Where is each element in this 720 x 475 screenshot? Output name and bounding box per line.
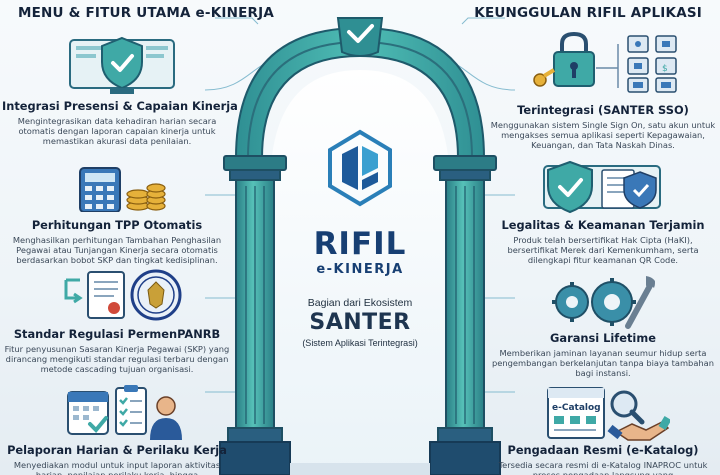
feature-desc: Mengintegrasikan data kehadiran harian s… xyxy=(17,116,217,146)
feature-title: Standar Regulasi PermenPANRB xyxy=(13,327,221,341)
feature-title: Terintegrasi (SANTER SSO) xyxy=(517,103,689,117)
feature-right-3: Garansi Lifetime Memberikan jaminan laya… xyxy=(488,331,718,379)
feature-left-2: Perhitungan TPP Otomatis Menghasilkan pe… xyxy=(2,218,232,266)
gears-wrench-icon xyxy=(552,276,655,329)
ecosystem-name: SANTER xyxy=(309,310,411,335)
feature-right-4: Pengadaan Resmi (e-Katalog) Tersedia sec… xyxy=(488,444,718,475)
feature-left-4: Pelaporan Harian & Perilaku Kerja Menyed… xyxy=(2,444,232,475)
calculator-coins-icon xyxy=(79,167,166,212)
feature-left-3: Standar Regulasi PermenPANRB Fitur penyu… xyxy=(2,327,232,375)
ecatalog-badge: e-Catalog xyxy=(552,403,601,413)
feature-desc: Menghasilkan perhitungan Tambahan Pengha… xyxy=(12,235,222,265)
calendar-checklist-icon xyxy=(67,385,182,440)
feature-desc: Produk telah bersertifikat Hak Cipta (Ha… xyxy=(507,235,699,265)
feature-title: Pengadaan Resmi (e-Katalog) xyxy=(507,443,699,457)
ecosystem-desc: (Sistem Aplikasi Terintegrasi) xyxy=(302,338,418,348)
rifil-logo-icon xyxy=(328,129,392,207)
feature-title: Perhitungan TPP Otomatis xyxy=(31,218,203,232)
heading-right: KEUNGGULAN RIFIL APLIKASI xyxy=(474,5,702,21)
feature-title: Pelaporan Harian & Perilaku Kerja xyxy=(7,443,227,457)
feature-right-1: Terintegrasi (SANTER SSO) Menggunakan si… xyxy=(488,103,718,151)
feature-title: Garansi Lifetime xyxy=(550,331,656,345)
lock-key-apps-icon: $ xyxy=(533,31,677,93)
feature-desc: Fitur penyusunan Sasaran Kinerja Pegawai… xyxy=(4,344,230,374)
document-emblem-icon xyxy=(64,269,182,321)
feature-title: Integrasi Presensi & Capaian Kinerja xyxy=(2,99,238,113)
svg-text:$: $ xyxy=(662,64,668,74)
feature-right-2: Legalitas & Keamanan Terjamin Produk tel… xyxy=(488,218,718,266)
heading-left: MENU & FITUR UTAMA e-KINERJA xyxy=(18,5,274,21)
connector-heading-right xyxy=(461,17,505,25)
feature-desc: Memberikan jaminan layanan seumur hidup … xyxy=(491,348,715,378)
shield-check-monitor-icon xyxy=(69,36,175,94)
shield-certificate-icon xyxy=(543,160,661,214)
arch-gate-illustration xyxy=(219,17,501,475)
brand-subtitle: e-KINERJA xyxy=(316,262,404,277)
ecatalog-handshake-icon: e-Catalog xyxy=(547,387,670,441)
connector-heading-left xyxy=(215,17,259,25)
feature-desc: Tersedia secara resmi di e-Katalog INAPR… xyxy=(498,460,708,475)
ecosystem-label: Bagian dari Ekosistem xyxy=(307,297,413,309)
brand-title: RIFIL xyxy=(313,226,407,262)
feature-desc: Menyediakan modul untuk input laporan ak… xyxy=(13,460,221,475)
feature-desc: Menggunakan sistem Single Sign On, satu … xyxy=(490,120,716,150)
feature-left-1: Integrasi Presensi & Capaian Kinerja Men… xyxy=(2,99,238,147)
feature-title: Legalitas & Keamanan Terjamin xyxy=(501,218,705,232)
